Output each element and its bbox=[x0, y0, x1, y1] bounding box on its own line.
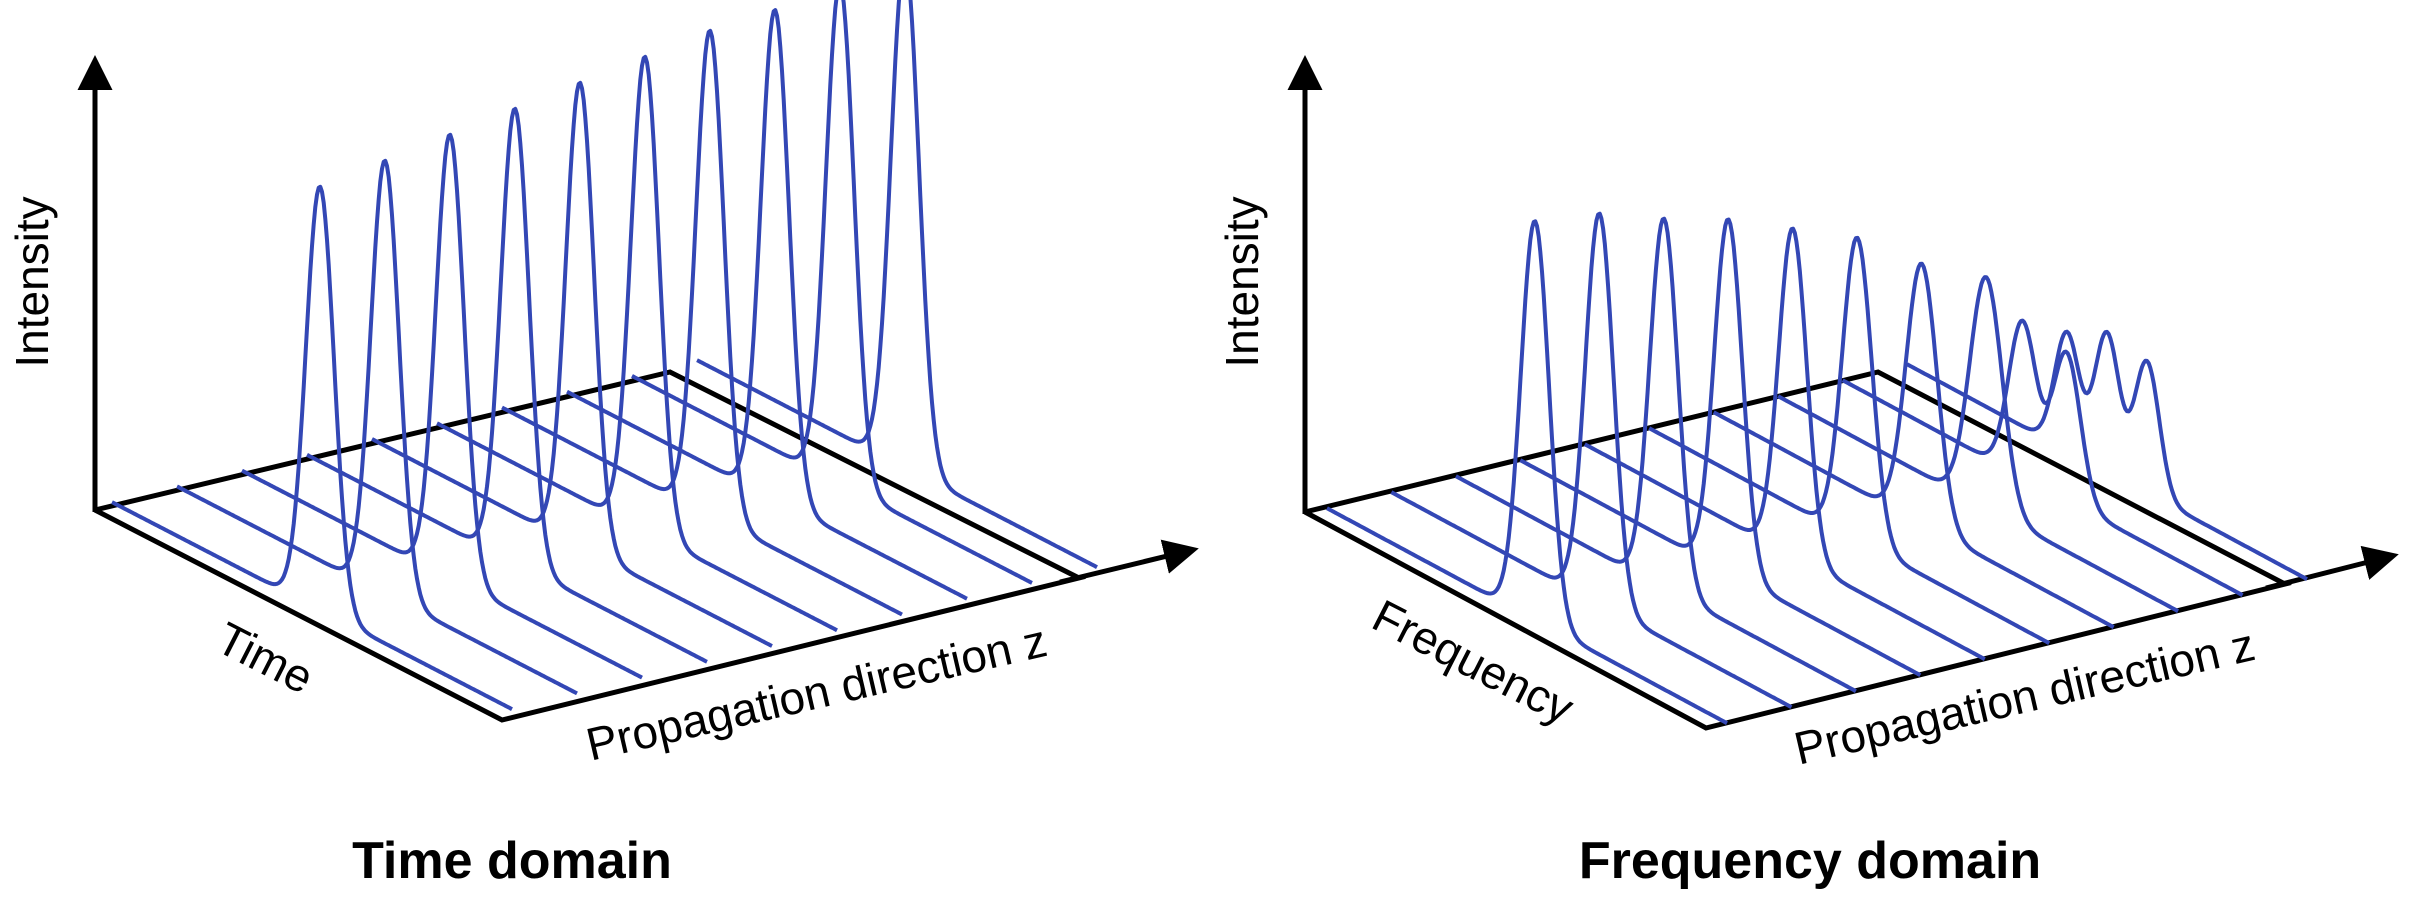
frequency-pulse-slice-3 bbox=[1454, 216, 1857, 693]
time-pulse-slice-8 bbox=[566, 8, 968, 601]
frequency-z-axis-arrow bbox=[2265, 545, 2399, 591]
frequency-depth-label: Frequency bbox=[1365, 589, 1582, 734]
frequency-pulse-slice-2 bbox=[1390, 211, 1793, 709]
frequency-pulse-slice-10 bbox=[1906, 329, 2308, 581]
frequency-intensity-label: Intensity bbox=[1216, 196, 1268, 367]
time-pulse-slice-7 bbox=[501, 28, 903, 617]
time-domain-panel: Intensity Time Propagation direction z T… bbox=[6, 0, 1199, 890]
time-z-axis-arrow bbox=[1059, 539, 1199, 585]
time-pulse-slice-1 bbox=[111, 184, 513, 711]
frequency-domain-title: Frequency domain bbox=[1579, 832, 2041, 890]
time-intensity-label: Intensity bbox=[6, 196, 58, 367]
time-pulse-slice-5 bbox=[371, 80, 773, 648]
time-pulse-curves bbox=[111, 0, 1098, 711]
frequency-pulse-slice-6 bbox=[1648, 235, 2051, 645]
time-pulse-slice-10 bbox=[696, 0, 1098, 569]
time-pulse-slice-4 bbox=[306, 106, 708, 664]
time-domain-title: Time domain bbox=[352, 832, 672, 890]
frequency-pulse-slice-1 bbox=[1326, 219, 1728, 725]
time-pulse-slice-2 bbox=[176, 158, 578, 696]
frequency-domain-panel: Intensity Frequency Propagation directio… bbox=[1216, 55, 2399, 890]
time-pulse-slice-3 bbox=[241, 132, 643, 680]
time-pulse-slice-9 bbox=[631, 0, 1033, 585]
frequency-pulse-curves bbox=[1326, 211, 2308, 725]
frequency-pulse-slice-4 bbox=[1519, 217, 1922, 677]
time-propagation-label: Propagation direction z bbox=[581, 614, 1051, 771]
frequency-pulse-slice-7 bbox=[1712, 261, 2115, 629]
time-depth-label: Time bbox=[209, 612, 322, 704]
frequency-pulse-slice-8 bbox=[1777, 275, 2180, 613]
frequency-pulse-slice-5 bbox=[1583, 226, 1986, 661]
frequency-pulse-slice-9 bbox=[1841, 318, 2244, 597]
time-pulse-slice-6 bbox=[436, 54, 838, 633]
